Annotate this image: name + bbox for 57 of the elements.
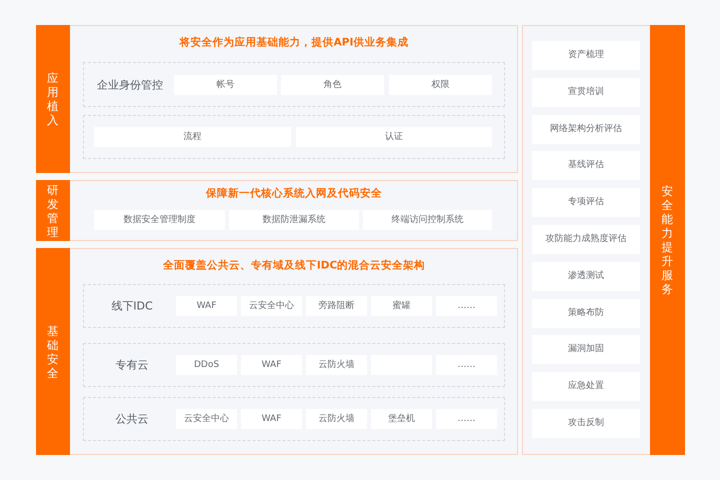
side-band [650, 25, 685, 455]
feature-label: 帐号 [216, 80, 234, 90]
feature-label: 资产梳理 [568, 50, 604, 61]
feature-label: 数据安全管理制度 [124, 214, 196, 226]
feature-label: 应急处置 [568, 381, 604, 392]
feature-label: …… [458, 414, 476, 424]
feature-label: 专项评估 [568, 197, 604, 208]
side-band [36, 180, 70, 241]
dashed-frame [83, 397, 505, 441]
band-label: 安全能力提升服务 [662, 184, 674, 296]
feature-label: 数据防泄漏系统 [262, 214, 326, 226]
dashed-frame [83, 62, 505, 107]
feature-label: 云防火墙 [318, 414, 354, 424]
feature-label: 攻击反制 [568, 418, 604, 429]
feature-label: …… [458, 300, 476, 312]
feature-label: 旁路阻断 [318, 300, 354, 312]
dashed-frame [83, 115, 505, 159]
feature-label: 网络架构分析评估 [550, 124, 622, 135]
feature-label: 渗透测试 [568, 271, 604, 282]
services-panel [522, 25, 685, 455]
dashed-frame [83, 343, 505, 387]
feature-label: 云安全中心 [184, 414, 229, 424]
feature-label: 策略布防 [568, 308, 604, 319]
feature-label: 漏洞加固 [568, 344, 604, 355]
dashed-frame [83, 284, 505, 328]
layer-heading: 将安全作为应用基础能力，提供API供业务集成 [180, 36, 408, 50]
layer-heading: 保障新一代核心系统入网及代码安全 [206, 188, 382, 200]
group-label: 企业身份管控 [97, 78, 163, 91]
group-label: 专有云 [116, 358, 148, 372]
feature-label: 权限 [432, 80, 450, 90]
feature-label: 宣贯培训 [568, 87, 604, 98]
layer-panel [36, 25, 518, 173]
feature-label: 云防火墙 [318, 360, 354, 370]
feature-label: WAF [196, 300, 216, 312]
feature-label: WAF [262, 360, 282, 370]
feature-label: …… [458, 360, 476, 370]
feature-label: 云安全中心 [249, 300, 294, 312]
group-label: 线下IDC [111, 300, 153, 312]
feature-label: 堡垒机 [388, 414, 415, 424]
layer-heading: 全面覆盖公共云、专有域及线下IDC的混合云安全架构 [162, 260, 426, 272]
side-band [36, 248, 70, 455]
feature-label: DDoS [194, 360, 220, 370]
feature-label: 角色 [324, 80, 342, 90]
feature-label: 流程 [184, 132, 202, 142]
feature-label: 蜜罐 [392, 300, 410, 312]
feature-label: WAF [262, 414, 282, 424]
layer-panel [36, 180, 518, 241]
band-label: 应用植入 [47, 71, 59, 127]
feature-label: 攻防能力成熟度评估 [546, 234, 626, 245]
layer-panel [36, 248, 518, 455]
feature-label: 终端访问控制系统 [392, 214, 464, 226]
band-label: 研发管理 [47, 182, 59, 238]
side-band [36, 25, 70, 173]
feature-label: 基线评估 [568, 160, 604, 171]
feature-label: 认证 [385, 132, 403, 142]
band-label: 基础安全 [47, 324, 59, 380]
group-label: 公共云 [116, 412, 148, 426]
